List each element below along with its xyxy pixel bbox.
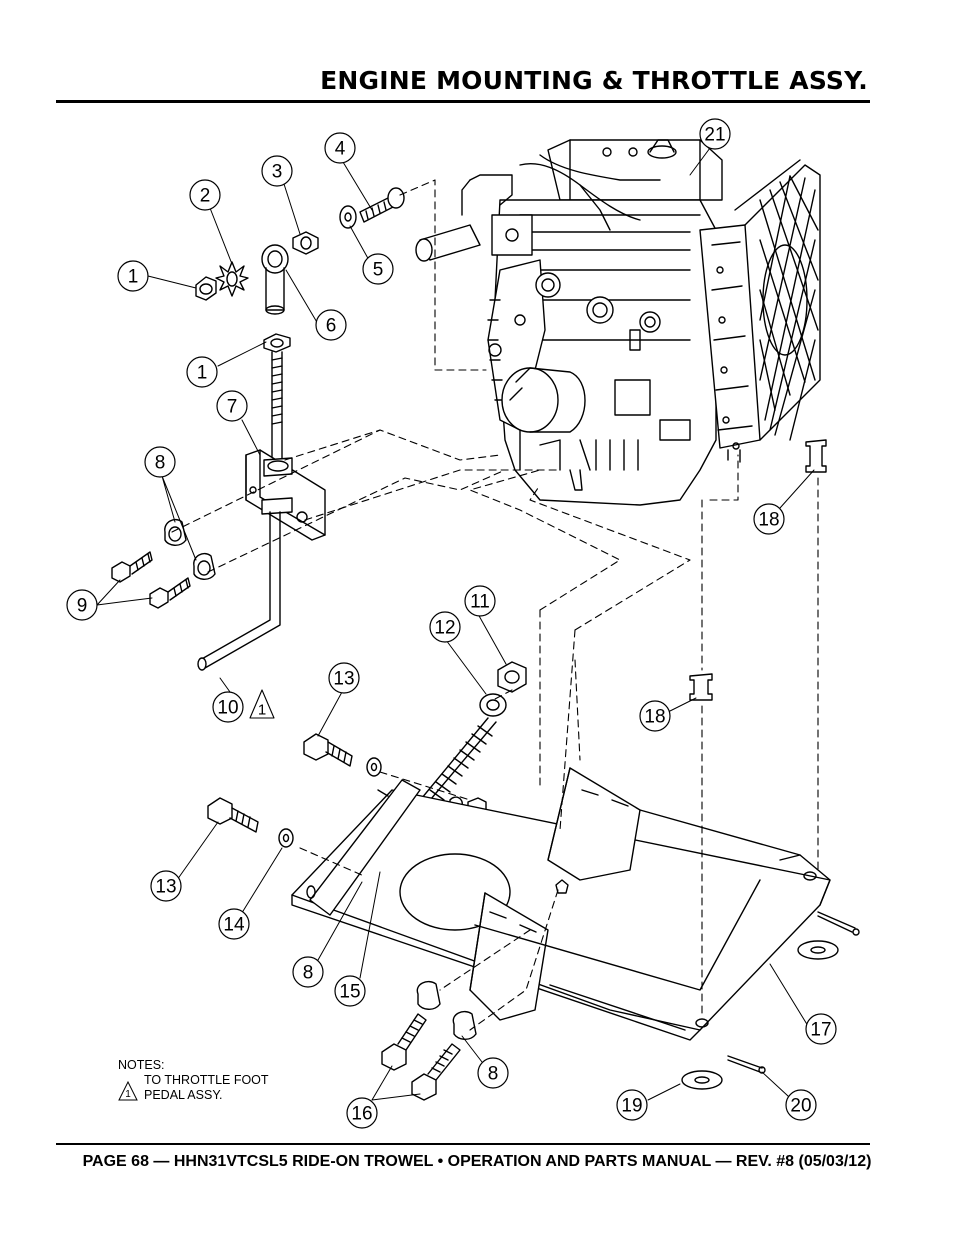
warning-symbol-label: 1 xyxy=(125,1089,131,1100)
notes-block: NOTES: 1 TO THROTTLE FOOT PEDAL ASSY. xyxy=(118,1058,284,1103)
header-rule xyxy=(56,100,870,103)
page-footer: PAGE 68 — HHN31VTCSL5 RIDE-ON TROWEL • O… xyxy=(82,1153,872,1170)
page-title: ENGINE MOUNTING & THROTTLE ASSY. xyxy=(320,66,868,95)
note-item: 1 TO THROTTLE FOOT PEDAL ASSY. xyxy=(118,1073,284,1103)
callout-label: 18 xyxy=(758,510,779,531)
callout-label: 12 xyxy=(434,618,455,639)
warning-triangle-icon: 1 xyxy=(118,1081,138,1101)
callout-label: 1 xyxy=(197,363,208,384)
base-plate-assembly xyxy=(291,439,860,1101)
callout-label: 16 xyxy=(351,1104,372,1125)
callout-label: 13 xyxy=(333,669,354,690)
warning-symbol-label: 1 xyxy=(258,702,266,719)
callout-label: 17 xyxy=(810,1020,831,1041)
engine-assembly xyxy=(415,139,821,506)
callout-label: 14 xyxy=(223,915,245,936)
callout-label: 9 xyxy=(77,596,88,617)
callout-label: 21 xyxy=(704,125,725,146)
callout-label: 4 xyxy=(335,139,346,160)
callout-label: 18 xyxy=(644,707,665,728)
callout-bubbles xyxy=(66,118,837,1129)
callout-label: 3 xyxy=(272,162,283,183)
callout-label: 2 xyxy=(200,186,211,207)
callout-label: 20 xyxy=(790,1096,811,1117)
callout-label: 10 xyxy=(217,698,238,719)
notes-heading: NOTES: xyxy=(118,1058,165,1072)
throttle-linkage-parts xyxy=(111,187,527,885)
callout-label: 7 xyxy=(227,397,238,418)
note-text: TO THROTTLE FOOT PEDAL ASSY. xyxy=(144,1073,284,1103)
callout-label: 8 xyxy=(303,963,314,984)
callout-label: 1 xyxy=(128,267,139,288)
callout-label: 6 xyxy=(326,316,337,337)
callout-label: 13 xyxy=(155,877,176,898)
warning-triangle-icon xyxy=(249,689,275,719)
note-line: PEDAL ASSY. xyxy=(144,1088,223,1102)
footer-rule xyxy=(56,1143,870,1145)
assembly-lines xyxy=(171,179,819,1031)
callout-label: 19 xyxy=(621,1096,642,1117)
callout-label: 8 xyxy=(488,1064,499,1085)
callout-label: 15 xyxy=(339,982,360,1003)
callout-label: 11 xyxy=(470,592,490,613)
callout-label: 8 xyxy=(155,453,166,474)
callout-label: 5 xyxy=(373,260,384,281)
note-line: TO THROTTLE FOOT xyxy=(144,1073,269,1087)
leader-lines xyxy=(96,147,815,1101)
